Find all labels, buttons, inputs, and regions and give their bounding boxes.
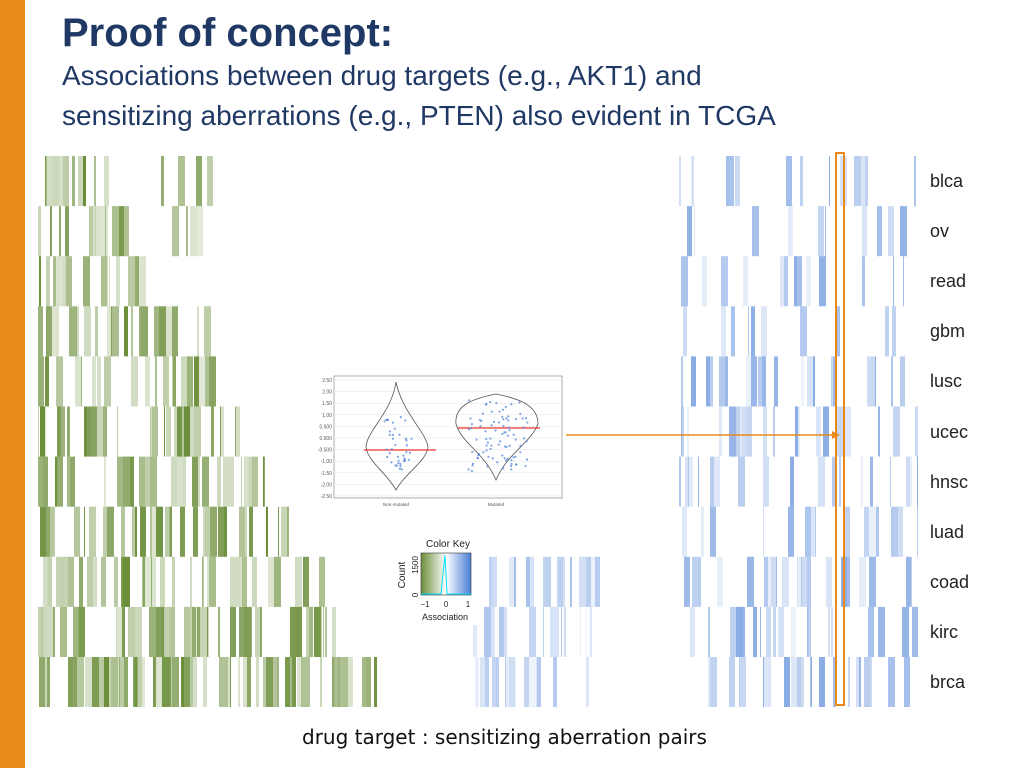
row-label-ov: ov	[930, 221, 950, 242]
cancer-type-labels: blca ov read gbm lusc ucec hnsc luad coad kirc brc…	[930, 156, 1010, 707]
row-label-luad: luad	[930, 521, 965, 542]
violin-y-tick: 2.50	[322, 378, 332, 384]
color-key-xlabel: Association	[422, 612, 468, 622]
heatmap-row-read	[39, 256, 904, 307]
violin-y-tick: 1.50	[322, 401, 332, 407]
row-label-read: read	[930, 271, 967, 292]
heatmap-row-ucec	[38, 406, 918, 457]
violin-x-label: Mutated	[488, 502, 505, 507]
association-heatmap	[38, 156, 918, 707]
row-label-blca: blca	[930, 171, 964, 191]
row-label-gbm: gbm	[930, 321, 966, 342]
title-block: Proof of concept: Associations between d…	[62, 10, 1012, 136]
color-key-y-tick: 0	[411, 592, 420, 597]
violin-y-tick: 0.000	[319, 436, 332, 442]
heatmap-row-lusc	[38, 356, 905, 407]
violin-plot-inset: 2.50 2.00 1.50 1.00 0.500 0.000 -0.500 -1.00 -1.…	[316, 372, 566, 512]
color-key-x-tick: 1	[466, 600, 471, 609]
pointer-arrow	[562, 431, 840, 439]
violin-y-tick: 2.00	[322, 390, 332, 396]
color-key-x-tick: 0	[444, 600, 449, 609]
slide-title: Proof of concept:	[62, 11, 394, 55]
highlight-column-box	[835, 152, 845, 706]
violin-y-tick: -2.00	[321, 482, 333, 488]
color-key-x-tick: −1	[420, 600, 430, 609]
color-key-y-tick: 1500	[411, 556, 420, 574]
heatmap-row-blca	[45, 156, 916, 207]
violin-y-tick: -1.00	[321, 459, 333, 465]
row-label-coad: coad	[930, 571, 970, 592]
slide-subtitle-line-1: Associations between drug targets (e.g.,…	[62, 60, 702, 91]
heatmap-row-hnsc	[38, 456, 918, 507]
slide-accent-bar	[0, 0, 25, 768]
row-label-kirc: kirc	[930, 621, 958, 642]
violin-y-tick: -2.50	[321, 494, 333, 500]
slide-caption: drug target : sensitizing aberration pai…	[302, 725, 707, 749]
violin-y-tick: 1.00	[322, 413, 332, 419]
violin-y-tick: 0.500	[319, 424, 332, 430]
color-key-ylabel: Count	[397, 561, 408, 588]
heatmap-row-luad	[40, 506, 918, 557]
heatmap-row-gbm	[38, 306, 896, 357]
row-label-hnsc: hnsc	[930, 471, 969, 492]
row-label-brca: brca	[930, 672, 966, 692]
slide-subtitle-line-2: sensitizing aberrations (e.g., PTEN) als…	[62, 100, 776, 131]
heatmap-row-brca	[39, 657, 910, 707]
heatmap-row-ov	[38, 206, 907, 257]
row-label-ucec: ucec	[930, 421, 969, 442]
heatmap-row-coad	[43, 556, 912, 607]
heatmap-row-kirc	[38, 606, 918, 657]
violin-y-tick: -0.500	[318, 448, 332, 454]
violin-x-label: Non-mutated	[383, 502, 410, 507]
violin-y-tick: -1.50	[321, 471, 333, 477]
color-key-title: Color Key	[426, 539, 470, 550]
row-label-lusc: lusc	[930, 371, 963, 392]
